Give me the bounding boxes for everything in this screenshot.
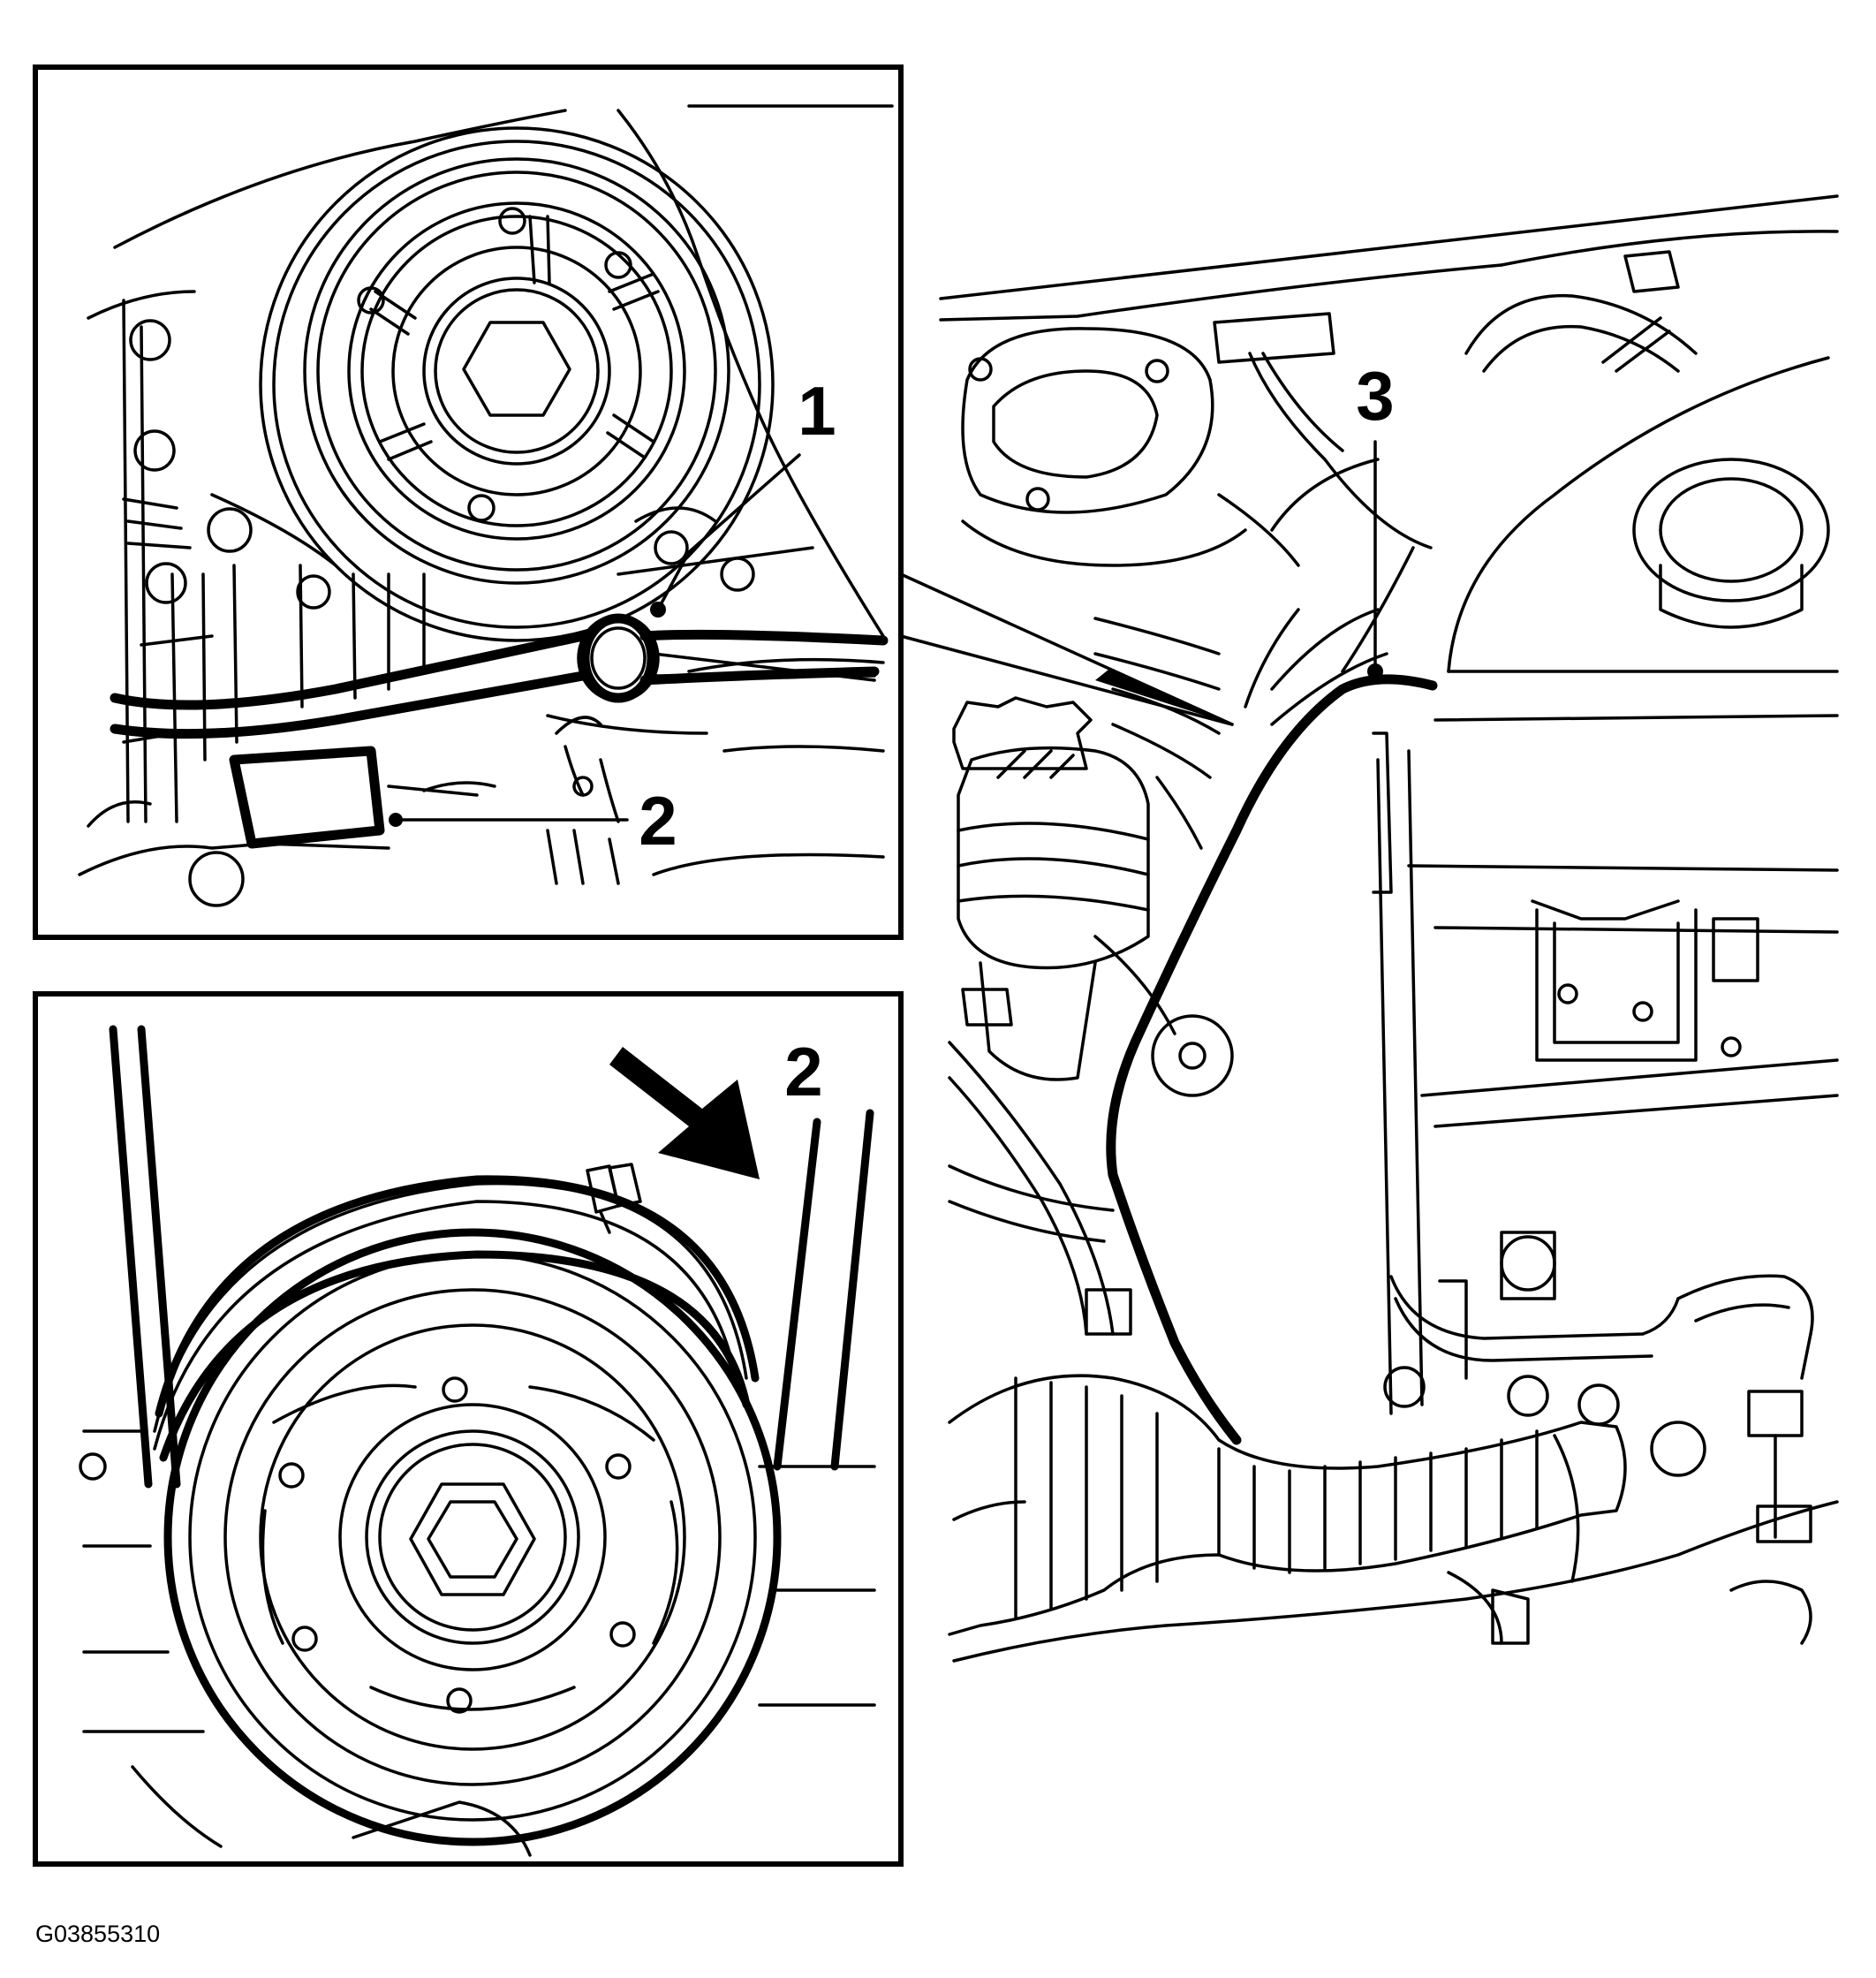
callout-2-bottom: 2 xyxy=(784,1033,822,1110)
figure-code: G03855310 xyxy=(35,1921,160,1947)
main-engine-view xyxy=(899,194,1839,1663)
bottom-inset-panel xyxy=(33,991,904,1867)
callout-1: 1 xyxy=(798,372,836,450)
crank-pulley-top xyxy=(259,126,775,642)
top-inset-panel xyxy=(33,64,904,940)
callout-3: 3 xyxy=(1356,357,1394,435)
arrow-2-icon xyxy=(609,1047,760,1179)
callout-2-top: 2 xyxy=(639,782,677,860)
